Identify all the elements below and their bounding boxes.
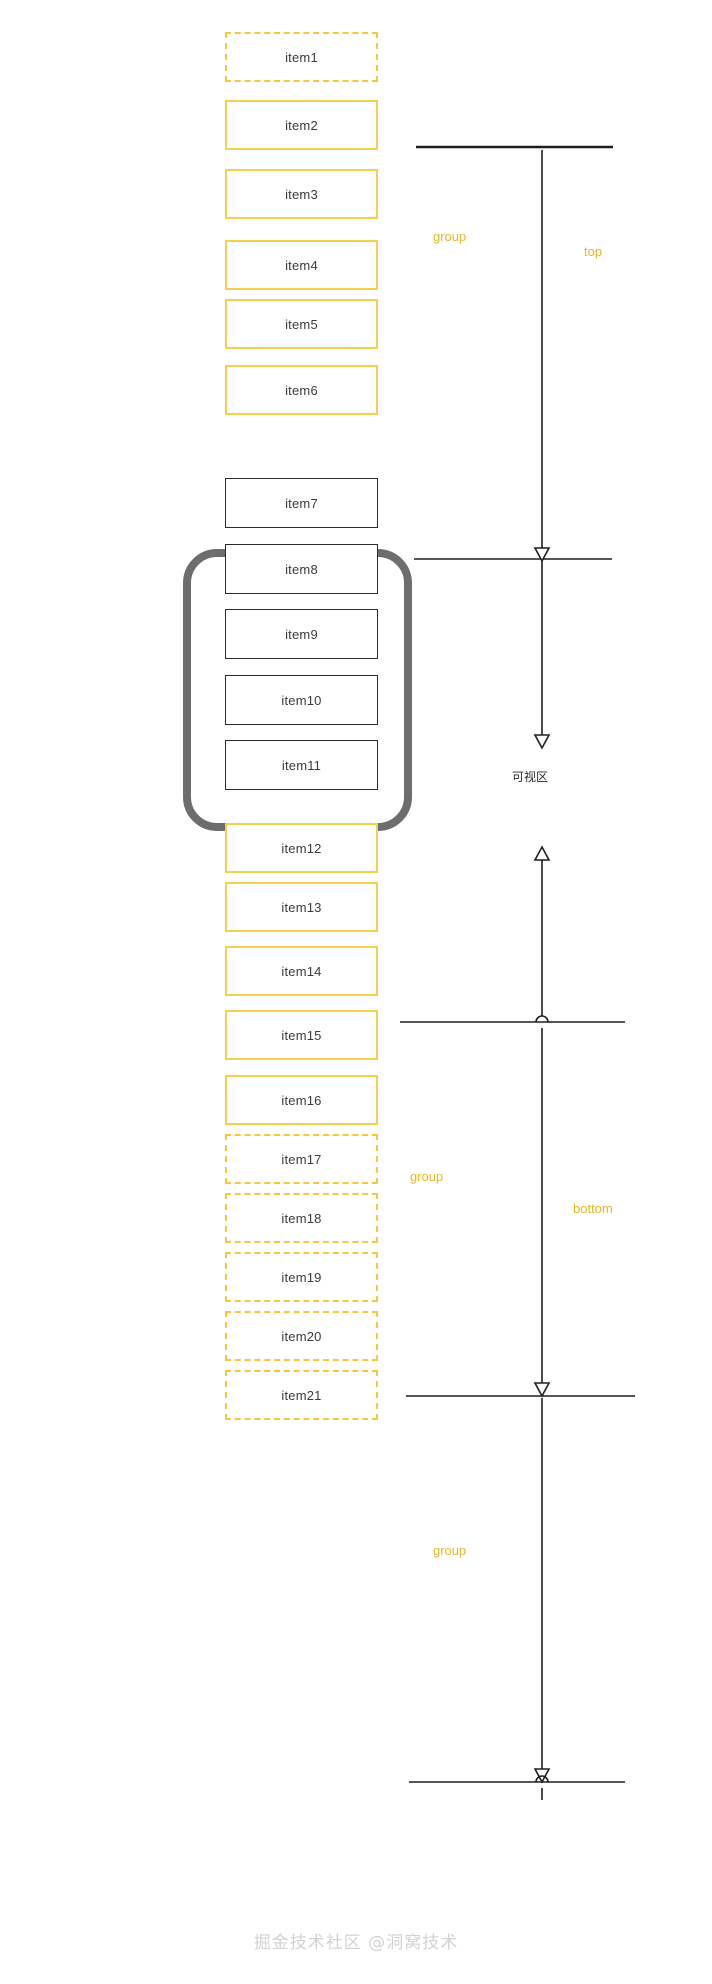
list-item-10[interactable]: item10 [225, 675, 378, 725]
list-item-label: item15 [281, 1027, 322, 1043]
list-item-label: item13 [281, 899, 322, 915]
list-item-label: item6 [285, 382, 318, 398]
list-item-label: item16 [281, 1092, 322, 1108]
list-item-label: item11 [281, 757, 322, 773]
list-item-17[interactable]: item17 [225, 1134, 378, 1184]
list-item-label: item3 [285, 186, 318, 202]
list-item-2[interactable]: item2 [225, 100, 378, 150]
list-item-7[interactable]: item7 [225, 478, 378, 528]
list-item-16[interactable]: item16 [225, 1075, 378, 1125]
label-group-top: group [433, 229, 467, 244]
viewport-measure-arrowhead [533, 734, 551, 750]
list-item-8[interactable]: item8 [225, 544, 378, 594]
label-bottom: bottom [573, 1201, 613, 1216]
watermark: 掘金技术社区 @洞窝技术 [253, 1933, 459, 1953]
list-item-3[interactable]: item3 [225, 169, 378, 219]
list-item-label: item4 [285, 257, 318, 273]
top-measure-arrowhead [533, 547, 551, 563]
list-item-4[interactable]: item4 [225, 240, 378, 290]
list-item-13[interactable]: item13 [225, 882, 378, 932]
label-group-bottom: group [410, 1169, 444, 1184]
bottom-measure-arrowhead-down [533, 1382, 551, 1398]
list-item-12[interactable]: item12 [225, 823, 378, 873]
list-item-label: item17 [281, 1151, 322, 1167]
line-hop-viewport-bottom [535, 1015, 549, 1023]
list-item-label: item8 [285, 561, 318, 577]
list-item-label: item7 [285, 495, 318, 511]
list-item-6[interactable]: item6 [225, 365, 378, 415]
label-group-tail: group [433, 1543, 467, 1558]
list-item-label: item20 [281, 1328, 322, 1344]
line-hop-group-bottom [535, 1775, 549, 1783]
list-item-label: item5 [285, 316, 318, 332]
list-item-label: item12 [281, 840, 322, 856]
list-item-label: item2 [285, 117, 318, 133]
bottom-measure-arrowhead-up [533, 845, 551, 861]
list-item-21[interactable]: item21 [225, 1370, 378, 1420]
label-top: top [584, 244, 603, 259]
list-item-11[interactable]: item11 [225, 740, 378, 790]
list-item-label: item18 [281, 1210, 322, 1226]
list-item-9[interactable]: item9 [225, 609, 378, 659]
list-item-label: item14 [281, 963, 322, 979]
list-item-label: item10 [281, 692, 322, 708]
label-viewport: 可视区 [512, 770, 549, 784]
list-item-label: item9 [285, 626, 318, 642]
list-item-5[interactable]: item5 [225, 299, 378, 349]
list-item-14[interactable]: item14 [225, 946, 378, 996]
list-item-label: item19 [281, 1269, 322, 1285]
list-item-15[interactable]: item15 [225, 1010, 378, 1060]
list-item-19[interactable]: item19 [225, 1252, 378, 1302]
tail-measure-arrowhead [533, 1768, 551, 1784]
list-item-1[interactable]: item1 [225, 32, 378, 82]
list-item-18[interactable]: item18 [225, 1193, 378, 1243]
list-item-label: item1 [285, 49, 318, 65]
list-item-label: item21 [281, 1387, 322, 1403]
list-item-20[interactable]: item20 [225, 1311, 378, 1361]
